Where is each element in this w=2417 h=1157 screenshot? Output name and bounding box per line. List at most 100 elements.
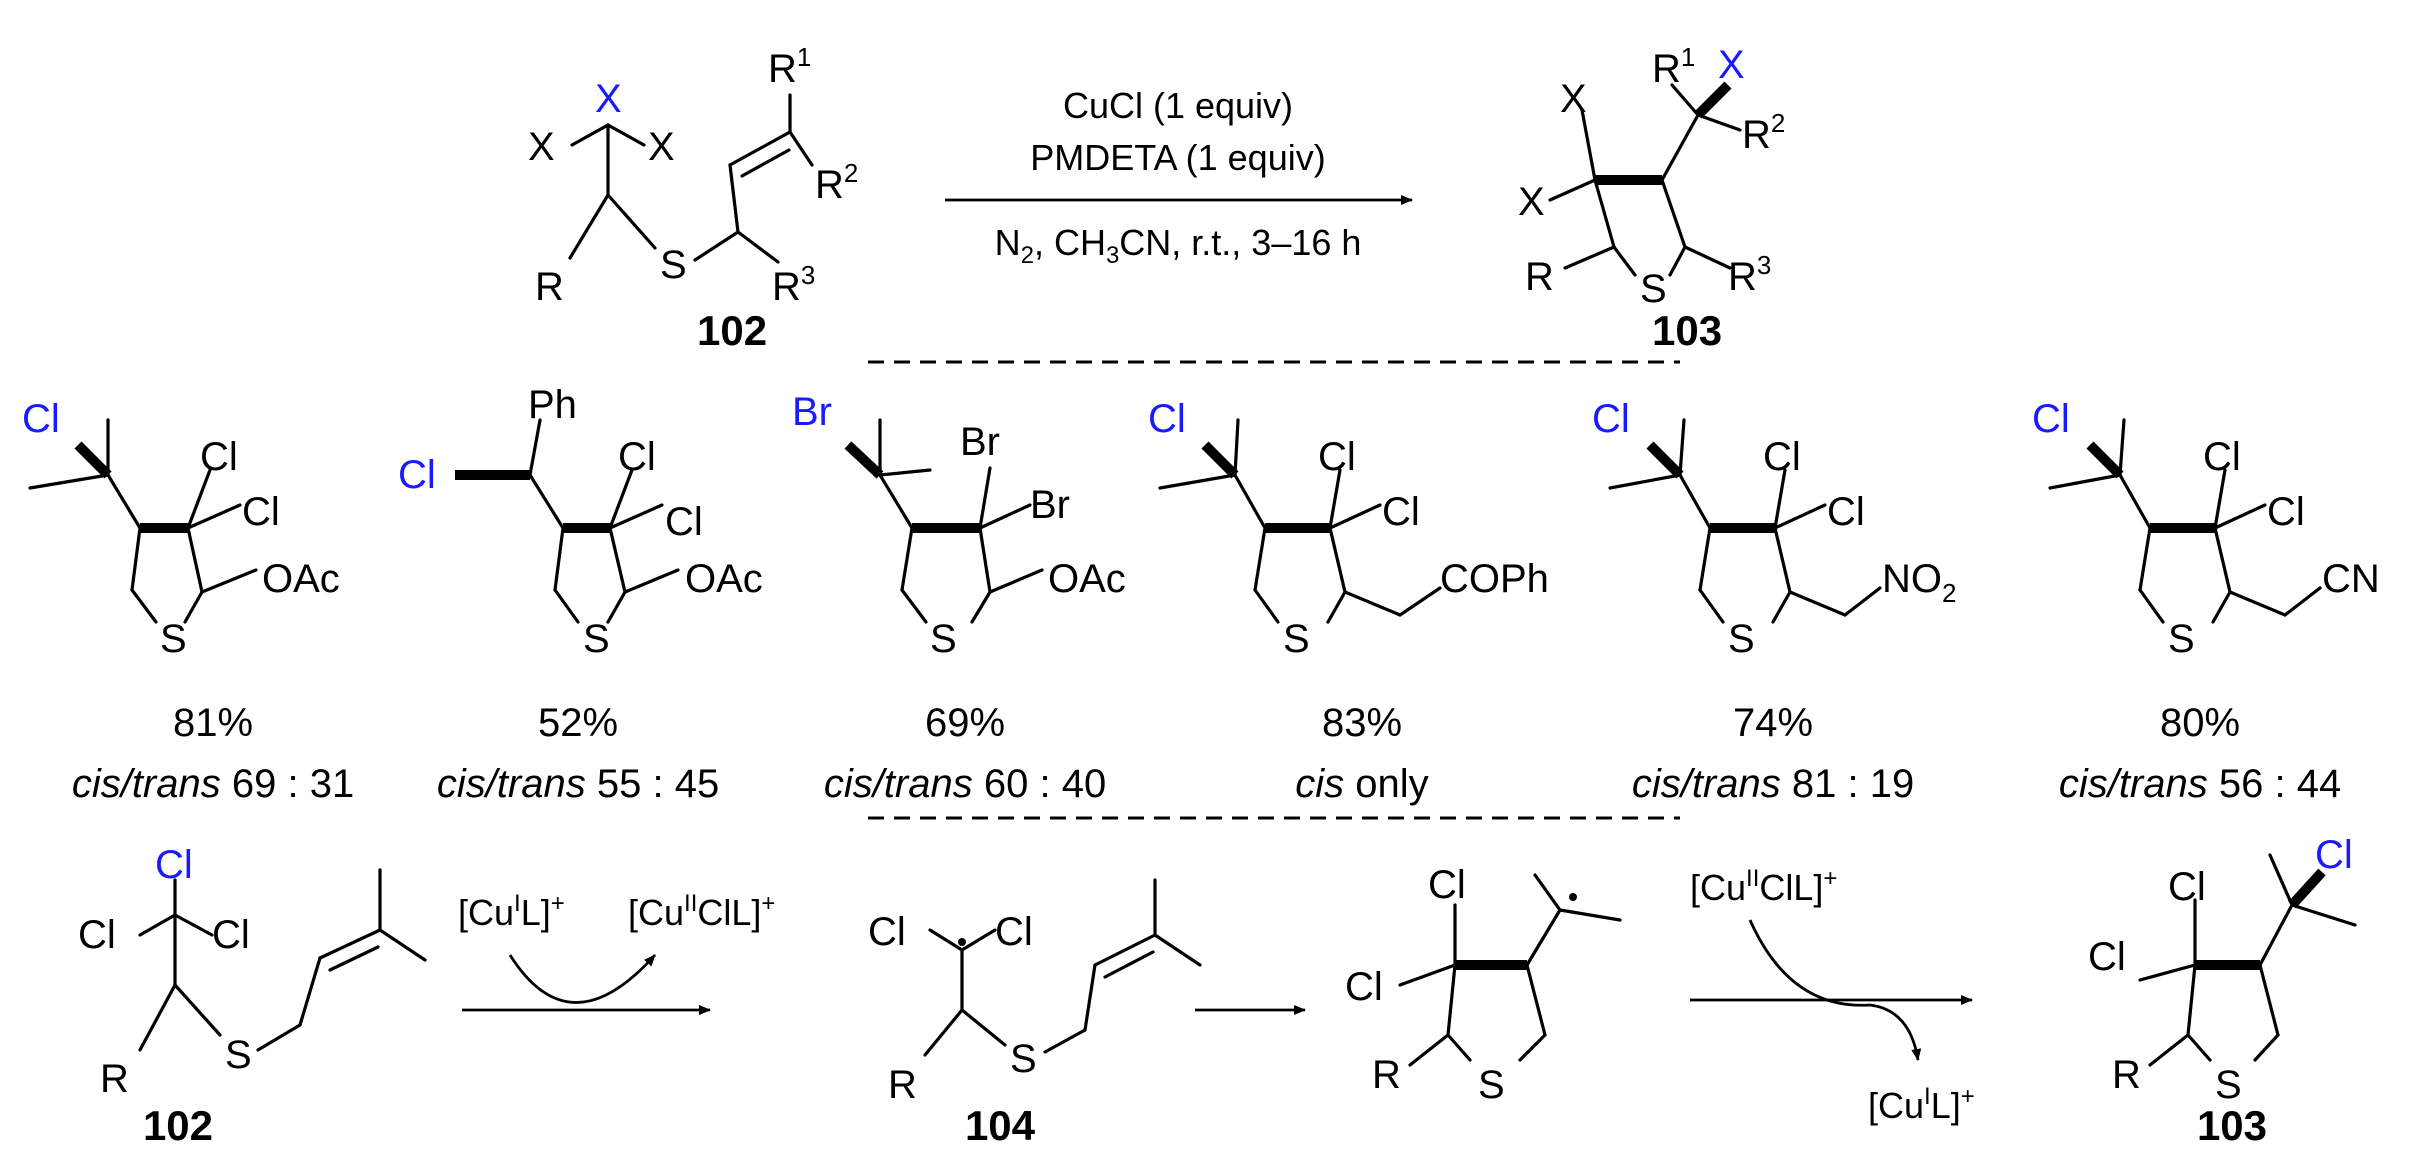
atom-cl: Cl — [1318, 435, 1356, 479]
atom-s: S — [930, 617, 957, 661]
atom-r3: R3 — [772, 260, 815, 309]
atom-r3: R3 — [1728, 250, 1771, 299]
ratio-2: cis/trans 55 : 45 — [437, 762, 719, 806]
atom-r2: R2 — [1742, 108, 1785, 157]
atom-cl: Cl — [995, 910, 1033, 954]
atom-cl: Cl — [1827, 490, 1865, 534]
atom-s: S — [583, 617, 610, 661]
atom-r2: R2 — [815, 158, 858, 207]
example-structure-1: Cl Cl Cl S OAc — [22, 397, 340, 661]
ratio-6: cis/trans 56 : 44 — [2059, 762, 2341, 806]
reaction-conditions: CuCl (1 equiv) PMDETA (1 equiv) N2, CH3C… — [945, 85, 1413, 269]
atom-x: X — [648, 125, 675, 169]
ratio-4: cis only — [1295, 762, 1428, 806]
atom-s: S — [1640, 267, 1667, 311]
mechanism-substrate-102: Cl Cl Cl R S 102 — [78, 843, 427, 1149]
compound-label-102: 102 — [143, 1102, 213, 1149]
intermediate-104: Cl Cl R S 104 — [868, 878, 1202, 1149]
atom-r: R — [1372, 1053, 1401, 1097]
atom-cl-highlight: Cl — [398, 453, 436, 497]
atom-coph: COPh — [1440, 557, 1549, 601]
cu2-reagent: [CuIIClL]+ — [1690, 865, 1837, 908]
atom-cl: Cl — [2203, 435, 2241, 479]
atom-cl-highlight: Cl — [1592, 397, 1630, 441]
atom-r: R — [888, 1063, 917, 1107]
condition-cucl: CuCl (1 equiv) — [1063, 85, 1293, 126]
atom-r: R — [535, 265, 564, 309]
atom-cn: CN — [2322, 557, 2380, 601]
cu2-product: [CuIIClL]+ — [628, 890, 775, 933]
atom-cl: Cl — [665, 500, 703, 544]
atom-s: S — [160, 617, 187, 661]
atom-r: R — [100, 1057, 129, 1101]
atom-br: Br — [1030, 483, 1070, 527]
atom-cl: Cl — [212, 913, 250, 957]
mechanism-step-1: [CuIL]+ [CuIIClL]+ — [458, 890, 775, 1015]
yield-6: 80% — [2160, 701, 2240, 745]
atom-oac: OAc — [262, 557, 340, 601]
atom-s: S — [1728, 617, 1755, 661]
yield-3: 69% — [925, 701, 1005, 745]
atom-cl: Cl — [868, 910, 906, 954]
atom-cl: Cl — [78, 913, 116, 957]
atom-cl-highlight: Cl — [22, 397, 60, 441]
atom-r1: R1 — [1652, 42, 1695, 91]
atom-cl: Cl — [1382, 490, 1420, 534]
atom-cl: Cl — [2168, 865, 2206, 909]
condition-solvent: N2, CH3CN, r.t., 3–16 h — [995, 222, 1362, 269]
atom-x: X — [1518, 180, 1545, 224]
atom-r: R — [2112, 1053, 2141, 1097]
compound-label-103: 103 — [2197, 1102, 2267, 1149]
atom-r1: R1 — [768, 42, 811, 91]
starting-material-102: X X X R S R1 R2 R3 102 — [528, 42, 858, 354]
yield-5: 74% — [1733, 701, 1813, 745]
atom-s: S — [225, 1033, 252, 1077]
yield-labels: 81% cis/trans 69 : 31 52% cis/trans 55 :… — [72, 701, 2341, 806]
atom-s: S — [1283, 617, 1310, 661]
atom-cl-highlight: Cl — [2315, 833, 2353, 877]
atom-cl-highlight: Cl — [2032, 397, 2070, 441]
compound-label-104: 104 — [965, 1102, 1036, 1149]
atom-s: S — [1010, 1037, 1037, 1081]
atom-cl: Cl — [1345, 965, 1383, 1009]
atom-ph: Ph — [528, 383, 577, 427]
atom-cl: Cl — [2088, 935, 2126, 979]
atom-s: S — [2168, 617, 2195, 661]
atom-oac: OAc — [1048, 557, 1126, 601]
atom-oac: OAc — [685, 557, 763, 601]
atom-cl: Cl — [2267, 490, 2305, 534]
atom-no2: NO2 — [1882, 557, 1956, 608]
cu1-regenerated: [CuIL]+ — [1868, 1083, 1975, 1126]
example-structure-4: Cl Cl Cl S COPh — [1148, 397, 1549, 661]
atom-x: X — [1560, 77, 1587, 121]
ratio-1: cis/trans 69 : 31 — [72, 762, 354, 806]
example-structure-2: Ph Cl Cl Cl S OAc — [398, 383, 763, 661]
atom-x-highlight: X — [595, 77, 622, 121]
yield-1: 81% — [173, 701, 253, 745]
atom-s: S — [2215, 1063, 2242, 1107]
atom-s: S — [1478, 1063, 1505, 1107]
ratio-3: cis/trans 60 : 40 — [824, 762, 1106, 806]
ratio-5: cis/trans 81 : 19 — [1632, 762, 1914, 806]
cyclized-radical: Cl Cl R S — [1345, 863, 1622, 1107]
compound-label-102: 102 — [697, 307, 767, 354]
example-structure-5: Cl Cl Cl S NO2 — [1592, 397, 1956, 661]
yield-4: 83% — [1322, 701, 1402, 745]
atom-cl: Cl — [1763, 435, 1801, 479]
atom-cl-highlight: Cl — [1148, 397, 1186, 441]
product-103: X X R S R3 R1 X R2 103 — [1518, 42, 1785, 354]
example-structure-6: Cl Cl Cl S CN — [2032, 397, 2380, 661]
atom-r: R — [1525, 255, 1554, 299]
atom-cl: Cl — [1428, 863, 1466, 907]
mechanism-step-3: [CuIIClL]+ [CuIL]+ — [1690, 865, 1975, 1126]
atom-cl: Cl — [618, 435, 656, 479]
compound-label-103: 103 — [1652, 307, 1722, 354]
mechanism-product-103: Cl Cl Cl R S 103 — [2088, 833, 2357, 1149]
yield-2: 52% — [538, 701, 618, 745]
atom-br: Br — [960, 420, 1000, 464]
condition-pmdeta: PMDETA (1 equiv) — [1030, 137, 1325, 178]
atom-br-highlight: Br — [792, 390, 832, 434]
atom-cl-highlight: Cl — [155, 843, 193, 887]
atom-x: X — [528, 125, 555, 169]
